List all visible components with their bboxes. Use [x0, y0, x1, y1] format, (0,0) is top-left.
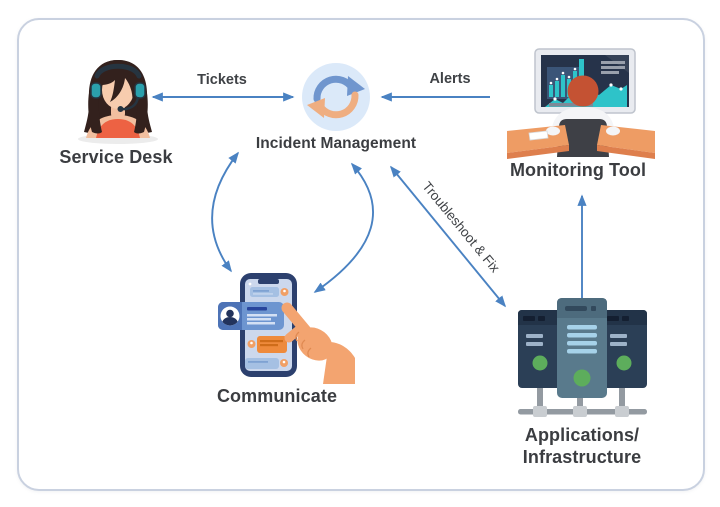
chat-bubble [250, 287, 279, 297]
tickets-label: Tickets [197, 72, 247, 88]
applications-infrastructure-label: Applications/ Infrastructure [502, 424, 662, 468]
service-desk-agent-illustration [78, 60, 158, 144]
incident-management-label: Incident Management [255, 135, 417, 152]
pointing-hand-icon [281, 302, 355, 384]
communicate-cycle-right-arrow [313, 162, 374, 293]
alerts-label: Alerts [429, 71, 471, 87]
chat-phone-illustration [218, 273, 355, 384]
headset-earcup-icon [90, 82, 102, 99]
chair [557, 119, 609, 157]
headset-earcup-icon [134, 82, 146, 99]
applications-label-line1: Applications/ [524, 425, 640, 445]
communicate-label: Communicate [216, 386, 338, 406]
headset-band-icon [94, 63, 142, 79]
servers-illustration [518, 298, 647, 417]
server-left-icon [518, 310, 563, 388]
contact-avatar-icon [221, 309, 239, 326]
service-desk-label: Service Desk [59, 147, 173, 167]
incident-management-sync-icon [302, 63, 370, 131]
analyst-head [567, 75, 599, 107]
server-right-icon [602, 310, 647, 388]
chat-bubble [245, 358, 279, 369]
monitoring-tool-label: Monitoring Tool [509, 160, 647, 180]
monitoring-analyst-illustration [507, 48, 655, 159]
applications-label-line2: Infrastructure [522, 447, 642, 467]
communicate-cycle-left-arrow [211, 151, 239, 273]
server-center-icon [557, 298, 607, 398]
troubleshoot-arrow [389, 165, 507, 308]
